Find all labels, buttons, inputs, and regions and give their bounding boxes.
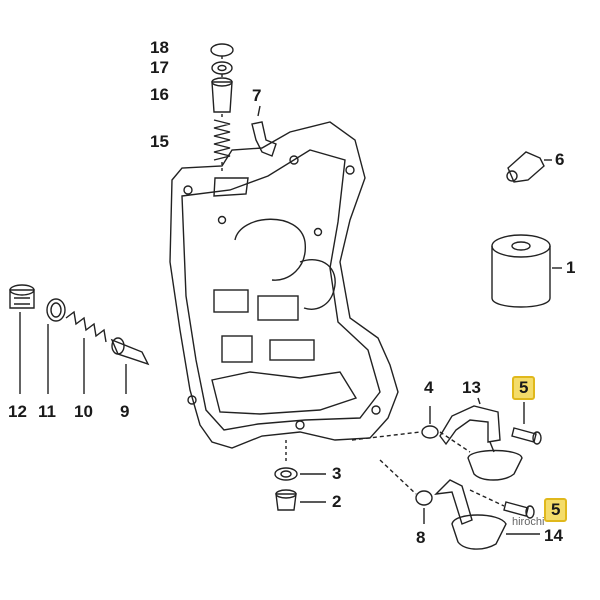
piston-end: [111, 337, 125, 355]
gasket-ring: [274, 467, 298, 481]
housing-rib-4: [269, 339, 315, 361]
callout-13: 13: [462, 378, 481, 397]
piston: [110, 338, 150, 366]
housing-bolt-7: [217, 215, 227, 225]
watermark: hirochi: [512, 516, 545, 528]
pickup-tube-lower: [434, 479, 473, 525]
callout-6: 6: [555, 150, 565, 169]
leader-13: [477, 397, 481, 405]
oring-lower: [415, 490, 433, 506]
callout-9: 9: [120, 402, 130, 421]
side-spring: [65, 310, 107, 343]
washer-hole: [217, 64, 227, 72]
oil-plug-top: [275, 489, 297, 499]
seal-ring: [46, 298, 66, 322]
seal-ring-inner: [50, 302, 62, 318]
callout-2: 2: [332, 492, 342, 511]
callout-10: 10: [74, 402, 93, 421]
plunger: [211, 81, 233, 113]
upper-spring: [213, 119, 231, 161]
housing-bolt-8: [313, 227, 323, 237]
callout-1: 1: [566, 258, 576, 277]
callout-18: 18: [150, 38, 169, 57]
housing-cutout: [211, 371, 358, 415]
housing-rib-2: [257, 295, 299, 321]
sensor: [507, 151, 545, 183]
oil-plug: [275, 493, 297, 511]
callout-12: 12: [8, 402, 27, 421]
oil-filter: [491, 246, 551, 308]
bolt-lower: [503, 501, 529, 517]
pickup-tube-upper: [439, 405, 501, 446]
housing-bore: [234, 218, 306, 281]
callout-5-highlighted-lower: 5: [544, 498, 568, 522]
callout-3: 3: [332, 464, 342, 483]
callout-4: 4: [424, 378, 434, 397]
assembly-line-upper: [351, 431, 471, 453]
housing-bolt-3: [345, 165, 355, 175]
pickup-screen-upper: [467, 449, 523, 481]
drain-plug: [9, 289, 35, 309]
housing-bolt-6: [295, 420, 305, 430]
housing-flange: [213, 177, 249, 197]
callout-16: 16: [150, 85, 169, 104]
circlip: [210, 43, 234, 57]
gasket-ring-inner: [280, 470, 292, 478]
callout-8: 8: [416, 528, 426, 547]
housing-bolt-1: [183, 185, 193, 195]
callout-14: 14: [544, 526, 563, 545]
callout-11: 11: [38, 402, 56, 421]
callout-5-highlighted: 5: [512, 376, 536, 400]
bolt-upper: [511, 427, 537, 443]
bolt-upper-head: [532, 431, 542, 445]
housing-rib-1: [213, 289, 249, 313]
housing-bolt-2: [289, 155, 299, 165]
washer: [211, 61, 233, 75]
assembly-line-lower: [379, 459, 505, 507]
oring-upper: [421, 425, 439, 439]
housing-inner-rim: [181, 149, 381, 431]
oil-filter-ring: [511, 241, 531, 251]
fitting: [251, 121, 277, 157]
bolt-lower-head: [525, 505, 535, 519]
callout-7: 7: [252, 86, 262, 105]
callout-17: 17: [150, 58, 169, 77]
housing-bore-right: [299, 259, 336, 310]
drain-plug-top: [9, 284, 35, 296]
plunger-top: [211, 77, 233, 87]
oil-filter-top: [491, 234, 551, 258]
fitting-leader: [257, 105, 261, 117]
drain-plug-lines: [14, 297, 30, 305]
housing-bolt-4: [187, 395, 197, 405]
pickup-tube-link: [489, 441, 495, 453]
housing-rib-3: [221, 335, 253, 363]
pickup-screen-lower: [451, 514, 507, 550]
sensor-tip: [506, 170, 518, 182]
housing-bolt-5: [371, 405, 381, 415]
callout-15: 15: [150, 132, 169, 151]
